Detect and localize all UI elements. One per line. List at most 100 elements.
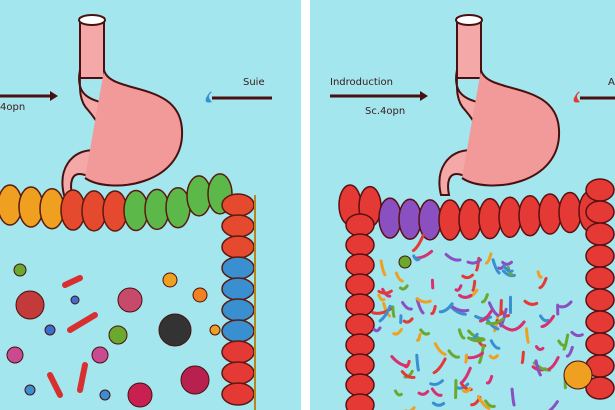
squiggle-bacterium [538, 277, 548, 290]
squiggle-bacterium [458, 293, 473, 299]
squiggle-bacterium [536, 270, 543, 279]
squiggle-bacterium [411, 233, 425, 252]
intestine-segment [458, 198, 482, 241]
colon-segment [221, 256, 255, 280]
squiggle-bacterium [391, 305, 396, 318]
sub-label: Sc.4opn [365, 106, 406, 117]
bacterium [70, 295, 80, 305]
colon-segment [345, 313, 375, 337]
squiggle-bacterium [478, 309, 493, 323]
bacterium [91, 346, 109, 364]
rod-bacterium [62, 275, 83, 288]
colon-segment [345, 233, 375, 257]
squiggle-bacterium [381, 287, 392, 298]
squiggle-bacterium [464, 351, 484, 360]
right-illustration-panel: Indroduction Sc.4opn A [310, 0, 615, 410]
colon-segment [221, 193, 255, 217]
arrow-right-label: A [608, 77, 615, 88]
squiggle-bacterium [377, 293, 386, 302]
squiggle-bacterium [570, 330, 584, 338]
squiggle-bacterium [457, 328, 466, 340]
squiggle-bacterium [476, 394, 491, 410]
bacterium [180, 365, 210, 395]
rod-bacterium [67, 312, 98, 333]
squiggle-bacterium [510, 387, 516, 407]
squiggle-bacterium [454, 284, 463, 292]
squiggle-bacterium [520, 350, 525, 365]
colon-segment [221, 340, 255, 364]
bacterium [162, 272, 178, 288]
colon-segment [585, 222, 615, 246]
colon-segment [221, 235, 255, 259]
squiggle-bacterium [485, 317, 505, 326]
colon-segment [585, 178, 615, 202]
squiggle-bacterium [379, 259, 387, 277]
squiggle-bacterium [402, 317, 414, 324]
colon-segment [585, 266, 615, 290]
squiggle-bacterium [404, 406, 416, 410]
arrow-right [573, 91, 615, 103]
squiggle-bacterium [510, 320, 526, 332]
squiggle-bacterium [461, 386, 472, 394]
squiggle-bacterium [444, 252, 462, 262]
colon-segment [585, 310, 615, 334]
colon-segment [345, 373, 375, 397]
colon-segment [585, 288, 615, 312]
squiggle-bacterium [394, 271, 404, 283]
squiggle-bacterium [534, 359, 542, 377]
bacterium [24, 384, 36, 396]
squiggle-bacterium [471, 279, 477, 292]
colon-segment [345, 333, 375, 357]
colon-segment [221, 361, 255, 385]
colon-segment [345, 253, 375, 277]
arrow-right-label: Suie [243, 77, 265, 88]
bacterium [192, 287, 208, 303]
squiggle-bacterium [524, 327, 530, 344]
squiggle-bacterium [417, 389, 430, 396]
intestine-band [338, 178, 615, 410]
bacterium [13, 263, 27, 277]
squiggle-bacterium [491, 258, 501, 275]
bacterium [563, 360, 593, 390]
squiggle-bacterium [506, 265, 514, 277]
squiggle-bacterium [433, 342, 447, 356]
bacterium [15, 290, 45, 320]
intestine-segment [478, 197, 502, 240]
squiggle-bacterium [499, 298, 503, 316]
colon-segment [221, 382, 255, 406]
squiggle-bacterium [487, 301, 500, 317]
squiggle-bacterium [489, 339, 501, 350]
squiggle-bacterium [523, 299, 539, 306]
squiggle-bacterium [488, 354, 499, 360]
stomach-icon [61, 14, 184, 196]
squiggle-bacterium [467, 336, 486, 343]
bacterium [398, 255, 412, 269]
squiggle-bacterium [459, 366, 472, 385]
squiggle-bacterium [416, 332, 422, 342]
rod-bacterium [47, 372, 63, 398]
colon-segment [345, 293, 375, 317]
squiggle-bacterium [390, 355, 409, 368]
colon-segment [345, 273, 375, 297]
squiggle-bacterium [450, 304, 470, 313]
colon-segment [585, 244, 615, 268]
stomach-icon-right [438, 14, 561, 196]
squiggle-bacterium [534, 345, 545, 352]
colon-segment [345, 353, 375, 377]
colon-segment [221, 298, 255, 322]
colon-segment [585, 200, 615, 224]
intestine-band [0, 173, 256, 410]
intestine-segment [438, 199, 462, 241]
squiggle-bacterium [431, 401, 446, 407]
squiggle-bacterium [438, 302, 454, 314]
squiggle-bacterium [432, 357, 447, 375]
squiggle-bacterium [547, 356, 560, 371]
colon-segment [221, 277, 255, 301]
bacterium [108, 325, 128, 345]
squiggle-bacterium [400, 370, 416, 380]
squiggle-bacterium [484, 252, 493, 265]
intestine-segment [558, 191, 582, 234]
arrow-left [0, 91, 58, 101]
bacteria-cluster [6, 263, 221, 408]
squiggle-bacterium [502, 264, 514, 273]
